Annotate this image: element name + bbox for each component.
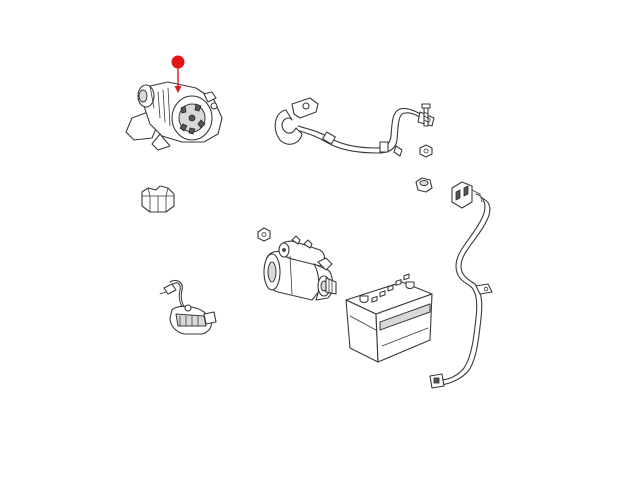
battery-positive-cable[interactable]	[429, 181, 493, 389]
voltage-regulator-bracket[interactable]	[141, 185, 175, 213]
starter-nut[interactable]	[257, 227, 271, 242]
nut-cap[interactable]	[415, 177, 433, 193]
wiring-connector-with-sensor[interactable]	[159, 279, 217, 335]
alternator[interactable]	[125, 81, 223, 151]
battery-cell-caps	[371, 273, 410, 303]
starter-motor[interactable]	[263, 235, 337, 301]
nut-small[interactable]	[419, 144, 433, 158]
battery-ground-cable[interactable]	[274, 97, 435, 157]
battery[interactable]	[345, 273, 433, 363]
alternator-callout[interactable]	[171, 55, 185, 94]
bolt[interactable]	[421, 103, 431, 127]
